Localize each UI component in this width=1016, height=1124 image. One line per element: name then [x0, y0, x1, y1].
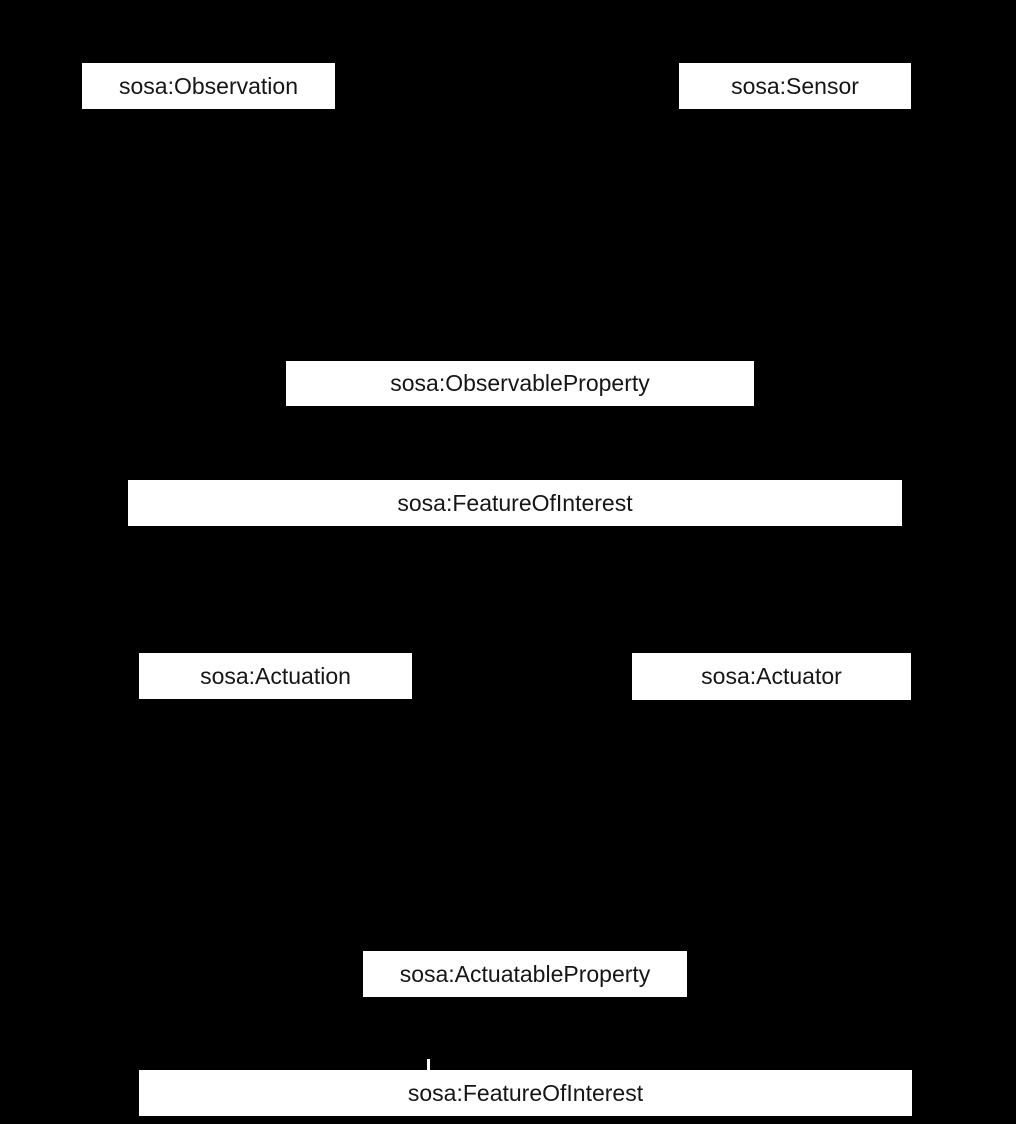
node-actuator: sosa:Actuator [632, 653, 911, 700]
node-observation-label: sosa:Observation [119, 72, 298, 99]
node-actuation-label: sosa:Actuation [200, 662, 351, 689]
node-observable-property-label: sosa:ObservableProperty [390, 370, 650, 396]
node-actuatable-property-label: sosa:ActuatableProperty [399, 960, 651, 987]
node-actuator-label: sosa:Actuator [701, 663, 842, 689]
node-feature-of-interest-top: sosa:FeatureOfInterest [128, 480, 902, 526]
node-observation: sosa:Observation [82, 63, 335, 109]
node-actuatable-property: sosa:ActuatableProperty [363, 951, 687, 997]
node-feature-of-interest-top-label: sosa:FeatureOfInterest [397, 489, 633, 516]
node-observable-property: sosa:ObservableProperty [286, 361, 754, 406]
node-feature-of-interest-bottom-label: sosa:FeatureOfInterest [407, 1079, 644, 1106]
node-actuation: sosa:Actuation [139, 653, 412, 699]
connector-stub [427, 1059, 430, 1071]
node-feature-of-interest-bottom: sosa:FeatureOfInterest [139, 1070, 912, 1116]
node-sensor-label: sosa:Sensor [731, 72, 859, 99]
node-sensor: sosa:Sensor [679, 63, 911, 109]
